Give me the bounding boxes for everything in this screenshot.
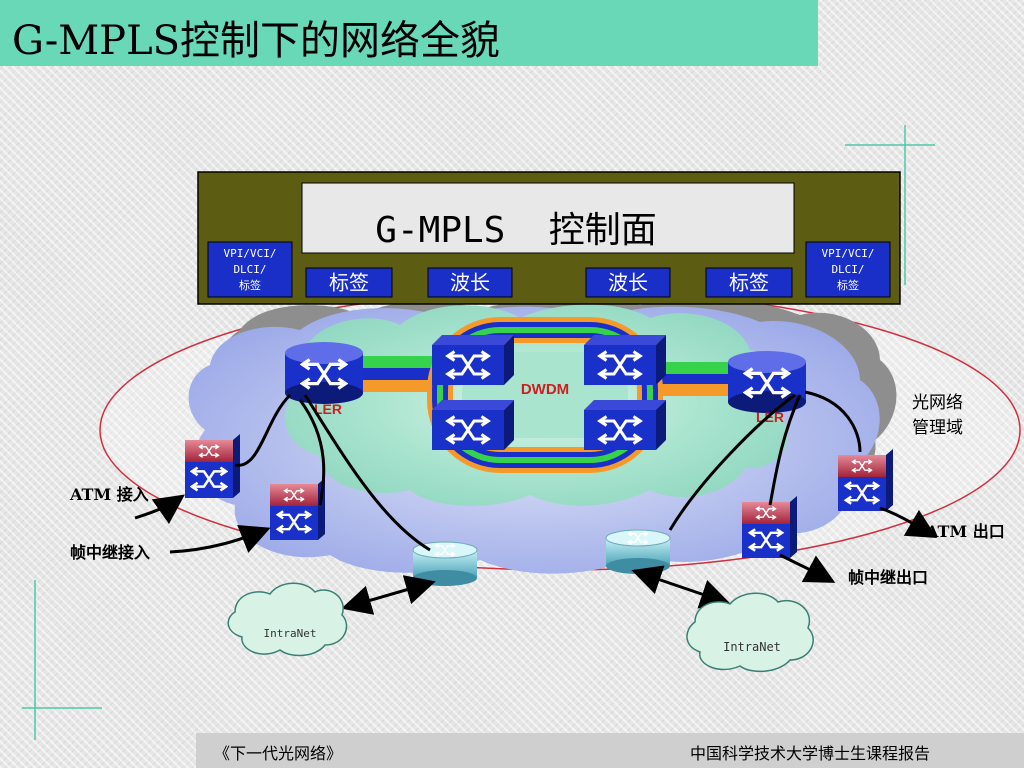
intranet-cloud-left bbox=[227, 582, 348, 657]
control-plane-labels: VPI/VCI/DLCI/标签 标签 波长 波长 标签 VPI/VCI/DLCI/标签 bbox=[207, 241, 891, 298]
control-plane-label-text: DLCI/ bbox=[233, 263, 266, 276]
page-title: G-MPLS控制下的网络全貌 bbox=[12, 18, 501, 64]
control-plane-label-box bbox=[805, 241, 891, 298]
control-plane-label-text: 标签 bbox=[329, 271, 369, 295]
control-plane-label-text: 标签 bbox=[837, 278, 859, 292]
ler-router-right bbox=[728, 351, 806, 413]
title-bar bbox=[0, 0, 818, 66]
control-plane-label-box bbox=[305, 267, 393, 298]
fr-switch-right bbox=[742, 496, 797, 558]
control-plane-label-box bbox=[585, 267, 671, 298]
control-plane-label-text: 标签 bbox=[729, 271, 769, 295]
control-plane-label-text: VPI/VCI/ bbox=[822, 247, 875, 260]
dwdm-label: DWDM bbox=[521, 381, 569, 398]
optical-cross-connect-bottom-right bbox=[584, 400, 666, 450]
intranet-right-label: IntraNet bbox=[723, 640, 781, 654]
footer-right: 中国科学技术大学博士生课程报告 bbox=[690, 744, 931, 763]
optical-cross-connect-top-left bbox=[432, 335, 514, 385]
footer-left: 《下一代光网络》 bbox=[214, 744, 343, 763]
corner-decoration-bottom-left bbox=[22, 580, 102, 740]
control-plane-label-box bbox=[705, 267, 793, 298]
connection-lines bbox=[234, 390, 862, 552]
intranet-left-label: IntraNet bbox=[264, 627, 317, 640]
control-plane-label-text: DLCI/ bbox=[831, 263, 864, 276]
optical-cross-connect-bottom-left bbox=[432, 400, 514, 450]
control-plane-label-box bbox=[207, 241, 293, 298]
ler-router-left bbox=[285, 342, 363, 404]
corner-decoration-top-right bbox=[845, 125, 935, 285]
control-plane-label-text: 波长 bbox=[608, 271, 648, 295]
atm-switch-left bbox=[185, 434, 240, 498]
footer-bar bbox=[196, 733, 1024, 768]
optical-domain-label-line2: 管理域 bbox=[912, 418, 963, 438]
ip-router-left bbox=[412, 541, 478, 586]
control-plane-label-text: 标签 bbox=[239, 278, 261, 292]
intranet-cloud-right bbox=[686, 592, 814, 673]
control-plane-label-text: VPI/VCI/ bbox=[224, 247, 277, 260]
optical-domain-label-line1: 光网络 bbox=[912, 393, 963, 413]
ip-router-right bbox=[605, 529, 671, 574]
fr-in-label: 帧中继接入 bbox=[70, 543, 150, 562]
control-plane-label-box bbox=[427, 267, 513, 298]
ler-left-label: LER bbox=[314, 401, 342, 417]
atm-out-label: ATM 出口 bbox=[925, 522, 1005, 541]
atm-in-label: ATM 接入 bbox=[69, 485, 149, 504]
atm-switch-right bbox=[838, 449, 893, 511]
control-plane-label-text: 波长 bbox=[450, 271, 490, 295]
control-plane-title: G-MPLS 控制面 bbox=[375, 210, 656, 251]
optical-cross-connect-top-right bbox=[584, 335, 666, 385]
access-arrows bbox=[134, 494, 938, 615]
fr-out-label: 帧中继出口 bbox=[848, 568, 928, 587]
fr-switch-left bbox=[270, 478, 325, 540]
